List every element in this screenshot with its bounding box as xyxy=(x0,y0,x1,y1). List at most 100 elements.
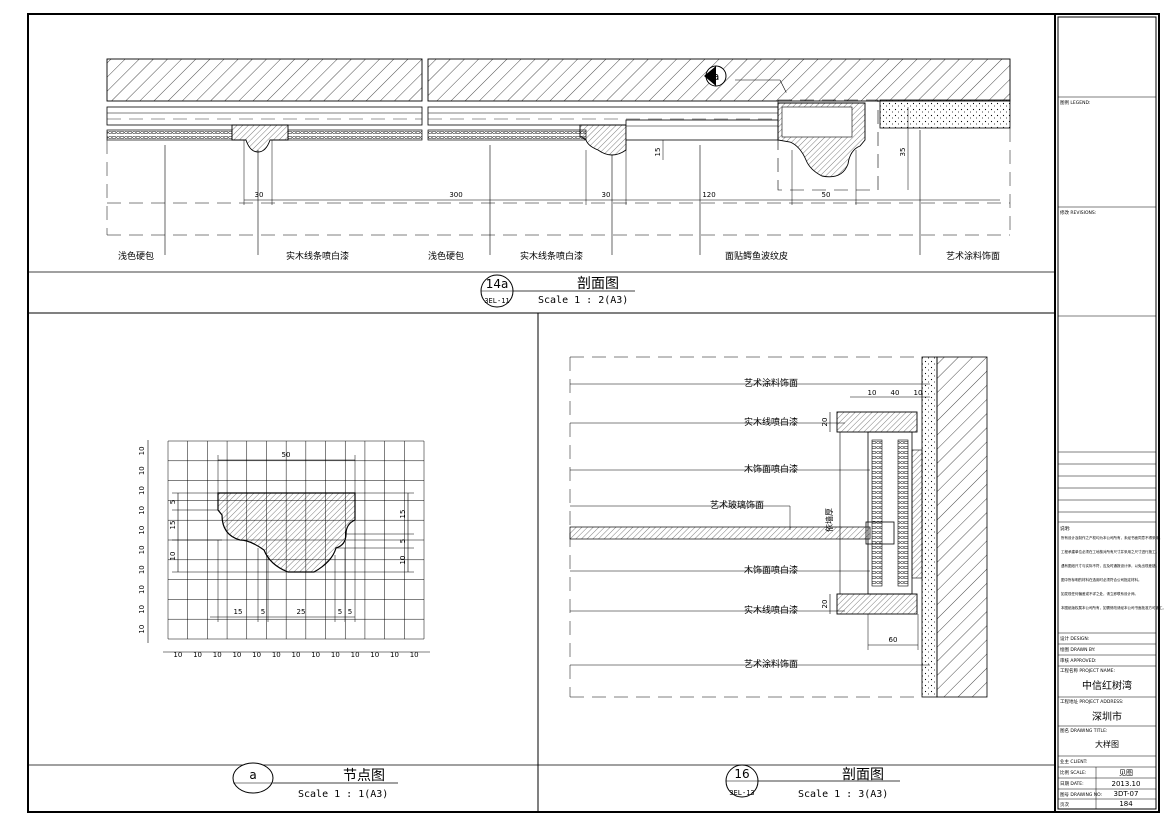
detail-a-dim-top: 50 xyxy=(282,451,291,459)
detail-a-grid-dim-left: 10 xyxy=(138,565,146,574)
detail-a-dim-bottom-0: 15 xyxy=(234,608,243,616)
section14a-dim-0: 30 xyxy=(255,191,264,199)
tb-legend: 图例 LEGEND: xyxy=(1060,99,1090,106)
detail-a-dim-left-2: 10 xyxy=(169,552,177,561)
detail-a-drawing xyxy=(147,440,430,653)
section16-scale: Scale 1 : 3(A3) xyxy=(798,789,888,800)
section16-bubble-num: 16 xyxy=(734,767,749,781)
section14a-label-5: 艺术涂料饰面 xyxy=(946,250,1000,262)
tb-address: 深圳市 xyxy=(1092,710,1122,723)
tb-address-label: 工程地址 PROJECT ADDRESS: xyxy=(1060,698,1124,705)
section14a-bubble-num: 14a xyxy=(486,277,509,291)
tb-note-5: 本图纸版权属本公司所有，如需修改请经本公司书面批准方可施工。 xyxy=(1061,605,1166,610)
detail-a-caption: a 节点图 Scale 1 : 1(A3) xyxy=(232,762,398,800)
section14a-dim-3: 120 xyxy=(702,191,715,199)
section14a-dim-5: 15 xyxy=(654,148,662,157)
detail-a-title: 节点图 xyxy=(343,768,385,784)
detail-a-grid-dim-bottom: 10 xyxy=(193,651,202,659)
wall-speckle xyxy=(879,99,1011,129)
tb-revisions: 修改 REVISIONS: xyxy=(1060,209,1096,216)
tb-note-4: 如发现任何偏差或不详之处，请立即联系设计师。 xyxy=(1061,591,1138,596)
detail-a-grid-dim-left: 10 xyxy=(138,625,146,634)
section-16-text: 艺术涂料饰面 实木线喷白漆 木饰面喷白漆 艺术玻璃饰面 木饰面喷白漆 实木线喷白… xyxy=(710,377,922,670)
section14a-label-3: 实木线条喷白漆 xyxy=(520,250,583,262)
section16-label-5: 实木线喷白漆 xyxy=(744,604,798,616)
tb-drawing-no-label: 图号 DRAWING NO: xyxy=(1060,792,1102,798)
detail-a-scale: Scale 1 : 1(A3) xyxy=(298,789,388,800)
section14a-scale: Scale 1 : 2(A3) xyxy=(538,295,628,306)
section14a-label-1: 实木线条喷白漆 xyxy=(286,250,349,262)
detail-a-grid-dim-bottom: 10 xyxy=(311,651,320,659)
section-16 xyxy=(569,356,988,698)
molding-profile-left xyxy=(231,124,289,153)
section14a-bubble-ref: 3EL-11 xyxy=(484,297,509,305)
section16-caption: 16 3EL-13 剖面图 Scale 1 : 3(A3) xyxy=(725,764,900,800)
soft-pack-layer-left-2 xyxy=(287,129,423,141)
section16-dim-3: 20 xyxy=(821,418,829,427)
detail-a-grid-dim-bottom: 10 xyxy=(410,651,419,659)
tb-drawn: 绘图 DRAWN BY: xyxy=(1060,646,1095,653)
detail-a-grid-dim-bottom: 10 xyxy=(252,651,261,659)
detail-a-grid-dim-bottom: 10 xyxy=(390,651,399,659)
tb-scale: 见图 xyxy=(1119,769,1133,777)
tb-drawing-title: 大样图 xyxy=(1095,739,1119,749)
tb-design: 设计 DESIGN: xyxy=(1060,635,1089,642)
detail-a-bubble-letter: a xyxy=(249,768,256,782)
detail-a-dim-bottom-2: 25 xyxy=(297,608,306,616)
tb-project-label: 工程名称 PROJECT NAME: xyxy=(1060,667,1115,674)
tb-client: 业主 CLIENT: xyxy=(1060,758,1087,765)
detail-a-grid xyxy=(167,440,425,640)
tb-note-2: 遇有图纸尺寸与实际不符，应及时通报设计师，以免出现差错。 xyxy=(1061,563,1159,568)
title-block xyxy=(1057,16,1157,810)
section14a-title: 剖面图 xyxy=(577,276,619,292)
detail-a-molding-profile xyxy=(217,492,356,573)
section16-label-1: 实木线喷白漆 xyxy=(744,416,798,428)
detail-a-grid-dim-left: 10 xyxy=(138,446,146,455)
section14a-dim-4: 50 xyxy=(822,191,831,199)
section14a-label-4: 面贴鳄鱼波纹皮 xyxy=(725,250,788,262)
detail-a-grid-dim-bottom: 10 xyxy=(292,651,301,659)
tb-notes-head: 说明: xyxy=(1060,525,1071,532)
detail-a-grid-dim-bottom: 10 xyxy=(272,651,281,659)
tb-note-0: 所有设计及制作之产权均为本公司所有，未经书面同意不得采用。 xyxy=(1061,535,1163,540)
section14a-label-0: 浅色硬包 xyxy=(118,250,154,262)
molding-profile-right xyxy=(579,124,627,156)
callout-letter-a: a xyxy=(713,70,720,83)
section16-label-2: 木饰面喷白漆 xyxy=(744,463,798,475)
section-14a-text: a 浅色硬包 实木线条喷白漆 浅色硬包 实木线条喷白漆 面贴鳄鱼波纹皮 艺术涂料… xyxy=(118,70,1000,262)
section14a-caption: 14a 3EL-11 剖面图 Scale 1 : 2(A3) xyxy=(480,274,635,308)
wall-plaster xyxy=(921,356,938,698)
section16-label-0: 艺术涂料饰面 xyxy=(744,377,798,389)
detail-a-grid-dim-left: 10 xyxy=(138,605,146,614)
detail-a-grid-dim-left: 10 xyxy=(138,486,146,495)
section16-dim-2: 10 xyxy=(914,389,923,397)
section14a-dim-1: 300 xyxy=(449,191,462,199)
section16-label-3: 艺术玻璃饰面 xyxy=(710,499,764,511)
wall-hatch xyxy=(936,356,988,698)
tb-page: 184 xyxy=(1119,800,1133,808)
tb-date-label: 日期 DATE: xyxy=(1060,781,1084,787)
detail-a-dim-bottom-4: 5 xyxy=(348,608,352,616)
outer-frame xyxy=(27,13,1160,813)
detail-a-grid-dim-left: 10 xyxy=(138,506,146,515)
section16-title: 剖面图 xyxy=(842,767,884,783)
section16-dim-5: 60 xyxy=(889,636,898,644)
detail-a-grid-dim-left: 10 xyxy=(138,466,146,475)
panel-board-left xyxy=(106,106,423,126)
section16-vertical-label: 依墙厚 xyxy=(824,508,834,532)
tb-note-1: 工程承建单位必须在工地核对所有尺寸并采用之尺寸进行施工。 xyxy=(1061,549,1159,554)
detail-a-grid-dim-bottom: 10 xyxy=(370,651,379,659)
detail-a-grid-dim-bottom: 10 xyxy=(331,651,340,659)
section14a-dim-6: 35 xyxy=(899,148,907,157)
detail-a-grid-dim-left: 10 xyxy=(138,585,146,594)
title-block-text: 图例 LEGEND: 修改 REVISIONS: 说明: 所有设计及制作之产权均… xyxy=(1060,99,1166,808)
detail-a-dim-bottom-1: 5 xyxy=(261,608,265,616)
detail-a-grid-dim-bottom: 10 xyxy=(232,651,241,659)
tb-scale-label: 比例 SCALE: xyxy=(1060,769,1086,776)
section16-bubble-ref: 3EL-13 xyxy=(729,789,754,797)
soft-pack-layer-left-1 xyxy=(106,129,233,141)
tb-drawing-title-label: 图名 DRAWING TITLE: xyxy=(1060,727,1107,734)
section16-dim-0: 10 xyxy=(868,389,877,397)
tb-note-3: 图中所标明的材料在选用时必须符合公司指定材料。 xyxy=(1061,577,1142,582)
